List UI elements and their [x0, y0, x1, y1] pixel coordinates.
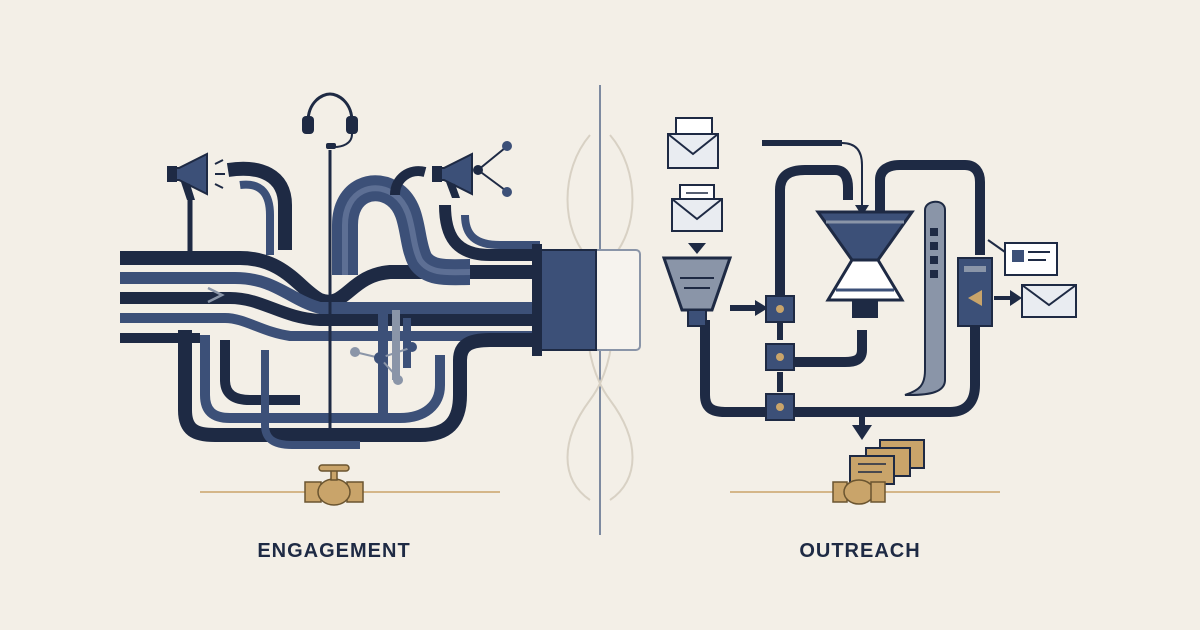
- valve-icon: [304, 464, 364, 506]
- central-arch-pipe: [332, 166, 471, 286]
- envelope-icon-out: [1021, 284, 1077, 318]
- outreach-panel: [661, 117, 1077, 505]
- envelope-icon: [667, 117, 719, 169]
- hourglass-funnel-icon: [815, 210, 915, 318]
- upper-loop-pipes: [226, 161, 292, 255]
- down-arrow-icon: [688, 243, 706, 254]
- filter-box-icon: [765, 295, 795, 421]
- valve-icon-right: [832, 479, 886, 505]
- message-card-icon: [1004, 242, 1058, 276]
- right-feeder-pipes: [439, 204, 540, 261]
- document-stack-icon: [849, 439, 925, 485]
- network-nodes-icon: [350, 342, 417, 385]
- megaphone-icon: [167, 152, 225, 200]
- engagement-panel: [120, 92, 641, 506]
- funnel-icon: [661, 256, 733, 327]
- headset-icon: [302, 92, 358, 149]
- status-panel: [904, 200, 946, 396]
- share-nodes-icon: [473, 141, 512, 197]
- outreach-label: OUTREACH: [799, 540, 921, 562]
- selector-box-icon: [957, 257, 1022, 327]
- pipe-connector-sleeve: [532, 244, 641, 356]
- flow-arrow-icon: [207, 286, 225, 304]
- outreach-pipe-loops: [700, 160, 985, 440]
- engagement-label: ENGAGEMENT: [257, 540, 411, 562]
- megaphone-icon-right: [432, 152, 473, 198]
- lower-loop-pipes: [178, 330, 540, 449]
- envelope-icon-2: [671, 184, 723, 232]
